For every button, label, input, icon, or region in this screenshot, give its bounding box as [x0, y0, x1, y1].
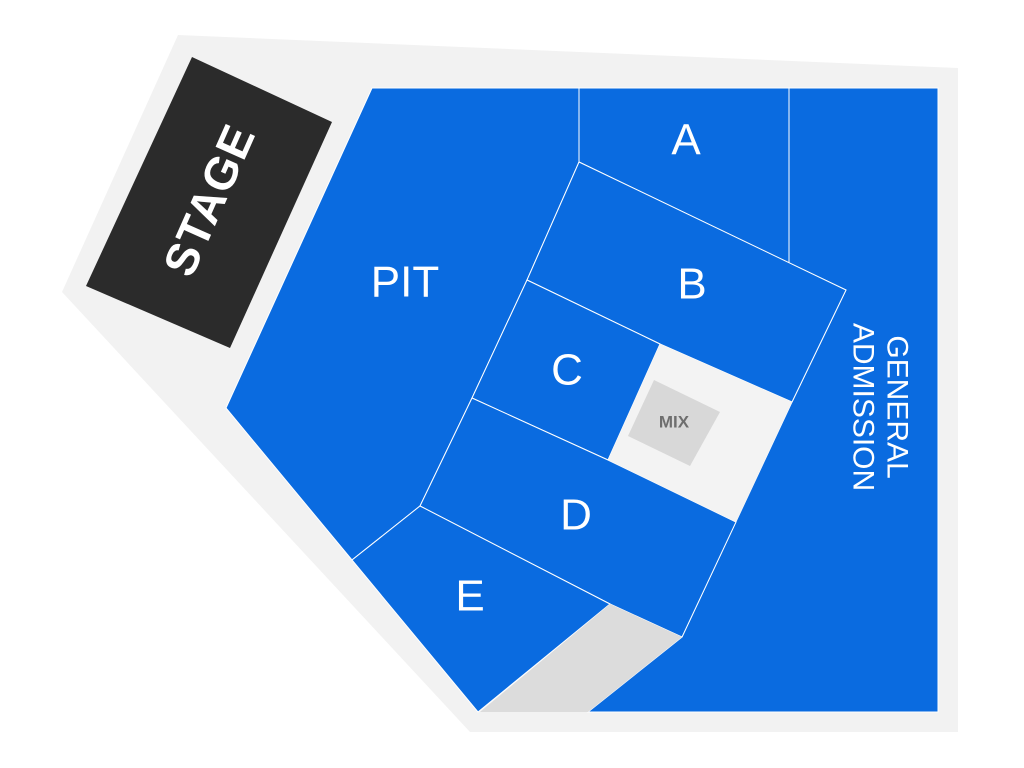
section-d-label: D: [560, 491, 592, 540]
mix-booth: [628, 380, 720, 466]
mix-label: MIX: [659, 413, 690, 432]
section-pit[interactable]: PIT: [225, 87, 580, 561]
stage-block: [86, 57, 332, 348]
section-a-label: A: [671, 116, 701, 165]
section-d[interactable]: D: [419, 397, 737, 638]
unavailable-area: [480, 604, 682, 712]
section-pit-label: PIT: [371, 258, 439, 307]
section-b-label: B: [677, 260, 706, 309]
section-e-label: E: [455, 572, 484, 621]
section-e[interactable]: E: [351, 505, 611, 713]
section-general-admission[interactable]: GENERAL ADMISSION: [586, 87, 939, 713]
general-admission-label-line2: ADMISSION: [847, 323, 880, 491]
section-e-area[interactable]: [351, 505, 611, 713]
section-a[interactable]: A: [578, 87, 790, 264]
section-c-label: C: [551, 346, 583, 395]
general-admission-label-line1: GENERAL: [881, 335, 914, 478]
mix-area: MIX: [608, 344, 792, 522]
stage: STAGE: [86, 57, 332, 348]
